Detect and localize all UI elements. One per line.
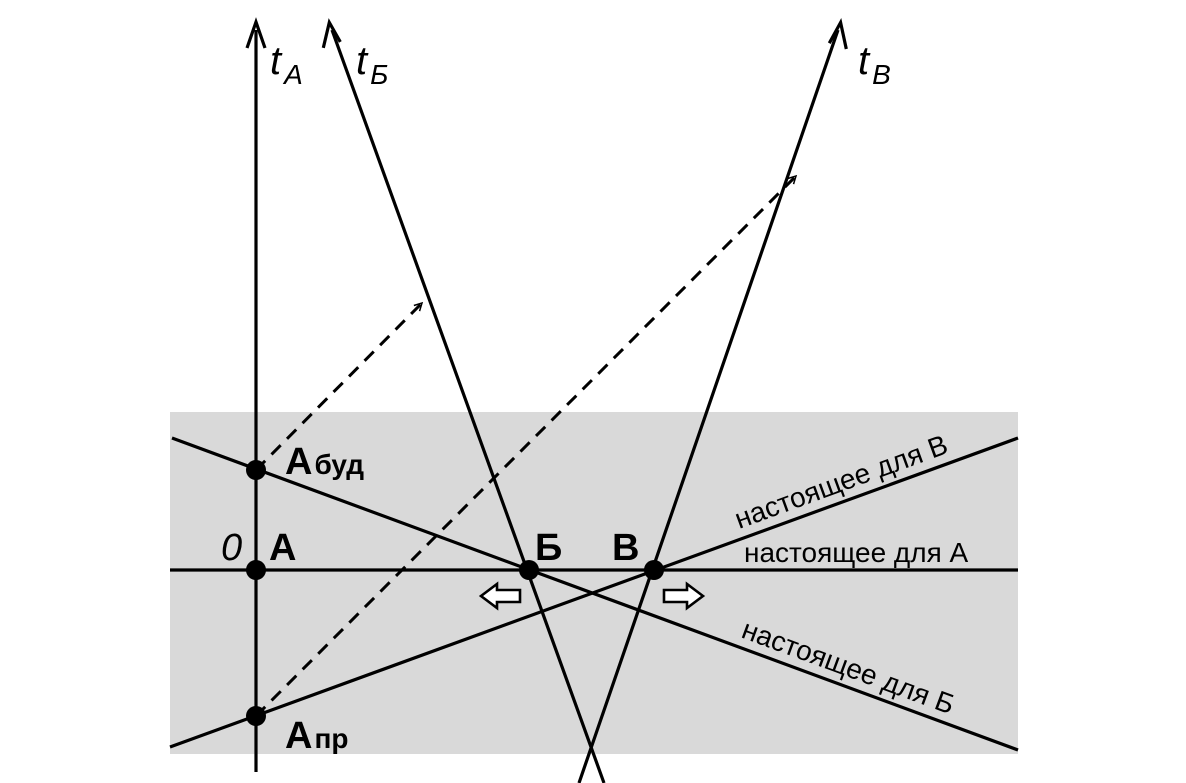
event-V-dot: [644, 560, 664, 580]
event-A-future-label: Абуд: [285, 441, 364, 483]
event-B-dot: [519, 560, 539, 580]
light-signal-from-A-future: [254, 303, 422, 472]
event-A-past-label: Апр: [285, 715, 348, 757]
axis-tV-arrowhead: [827, 17, 848, 50]
present-line-B: [171, 436, 1019, 752]
axis-tA-arrowhead: [245, 17, 267, 49]
event-V-label: В: [612, 527, 639, 569]
event-A-future-dot: [246, 460, 266, 480]
arrow-left-icon: [478, 581, 522, 611]
arrow-right-icon: [662, 581, 706, 611]
light-signal-from-A-past: [254, 176, 796, 718]
event-B-label: Б: [535, 527, 562, 569]
present-line-V: [169, 436, 1019, 749]
axis-tV-line: [577, 29, 840, 783]
event-A-past-dot: [246, 706, 266, 726]
axis-tB-arrowhead: [321, 18, 342, 49]
event-A-label: А: [269, 527, 296, 569]
event-A-dot: [246, 560, 266, 580]
axis-tB-line: [330, 29, 606, 783]
origin-label: 0: [221, 527, 242, 569]
present-for-A-label: настоящее для А: [744, 537, 969, 568]
